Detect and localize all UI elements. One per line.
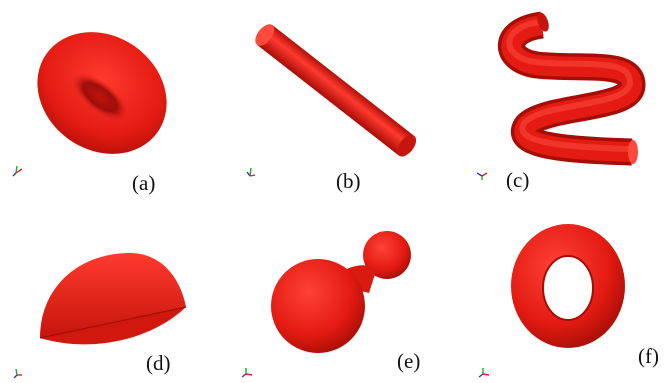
panel-label: (a) <box>132 171 156 195</box>
panel-c: (c) <box>442 0 663 191</box>
axes-triad-icon <box>241 368 253 378</box>
panel-label: (c) <box>506 168 530 192</box>
panel-label: (f) <box>638 344 659 368</box>
panel-d: (d) <box>0 191 221 382</box>
panel-a: (a) <box>0 0 221 195</box>
panel-b: (b) <box>221 0 442 193</box>
hemisphere-shape <box>39 253 187 345</box>
axes-triad-icon <box>476 172 488 180</box>
axes-triad-icon <box>246 167 256 177</box>
panel-label: (d) <box>146 351 171 375</box>
panel-label: (b) <box>336 169 361 193</box>
budding-sphere-shape <box>271 231 411 353</box>
axes-triad-icon <box>12 165 23 177</box>
straight-cylinder-shape <box>255 24 417 157</box>
biconcave-disc-shape <box>37 32 167 154</box>
panel-e: (e) <box>221 191 442 382</box>
torus-shape <box>511 224 625 348</box>
axes-triad-icon <box>13 368 22 379</box>
bent-tube-shape <box>497 11 646 166</box>
axes-triad-icon <box>478 368 490 378</box>
panel-label: (e) <box>397 349 421 373</box>
panel-f: (f) <box>442 191 663 382</box>
